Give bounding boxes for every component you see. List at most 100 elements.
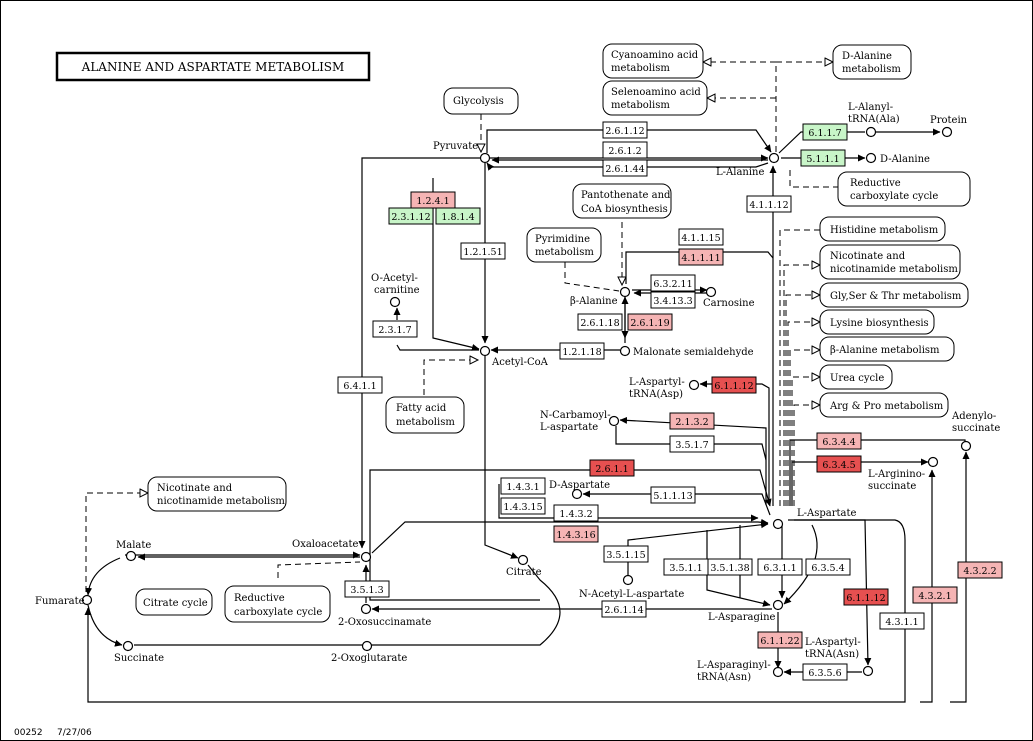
node-beta-alanine xyxy=(619,286,631,298)
enzyme-6-1-1-12[interactable]: 6.1.1.12 xyxy=(711,376,757,394)
enzyme-5-1-1-13[interactable]: 5.1.1.13 xyxy=(650,486,696,504)
enzyme-1-2-4-1[interactable]: 1.2.4.1 xyxy=(410,191,456,209)
enzyme-label: 6.3.4.4 xyxy=(822,437,855,448)
enzyme-2-3-1-12[interactable]: 2.3.1.12 xyxy=(388,207,434,225)
enzyme-label: 3.4.13.3 xyxy=(653,296,692,307)
enzyme-label: 2.6.1.19 xyxy=(630,318,669,329)
enzyme-1-8-1-4[interactable]: 1.8.1.4 xyxy=(435,207,481,225)
svg-text:Carnosine: Carnosine xyxy=(703,298,755,309)
enzyme-1-4-3-15[interactable]: 1.4.3.15 xyxy=(500,497,546,515)
enzyme-box xyxy=(800,149,846,167)
enzyme-6-4-1-1[interactable]: 6.4.1.1 xyxy=(337,376,383,394)
enzyme-6-1-1-12[interactable]: 6.1.1.12 xyxy=(843,588,889,606)
enzyme-box xyxy=(559,342,605,360)
svg-text:β-Alanine: β-Alanine xyxy=(570,296,618,307)
node-l-alanyl-trna xyxy=(865,126,877,138)
pathway-histidine[interactable]: Histidine metabolism xyxy=(819,216,946,242)
enzyme-box xyxy=(500,477,546,495)
enzyme-5-1-1-1[interactable]: 5.1.1.1 xyxy=(800,149,846,167)
enzyme-box xyxy=(843,588,889,606)
enzyme-label: 2.6.1.1 xyxy=(595,464,628,475)
svg-text:Lysine biosynthesis: Lysine biosynthesis xyxy=(830,318,929,329)
enzyme-2-6-1-18[interactable]: 2.6.1.18 xyxy=(577,313,623,331)
enzyme-2-6-1-1[interactable]: 2.6.1.1 xyxy=(589,459,635,477)
enzyme-2-6-1-2[interactable]: 2.6.1.2 xyxy=(602,141,648,159)
enzyme-label: 2.6.1.18 xyxy=(580,318,619,329)
enzyme-1-4-3-1[interactable]: 1.4.3.1 xyxy=(500,477,546,495)
enzyme-6-1-1-22[interactable]: 6.1.1.22 xyxy=(757,631,803,649)
svg-text:Adenylo-: Adenylo- xyxy=(951,411,996,422)
pathway-gly-ser-thr[interactable]: Gly,Ser & Thr metabolism xyxy=(819,282,969,308)
enzyme-6-3-5-6[interactable]: 6.3.5.6 xyxy=(802,663,848,681)
enzyme-6-1-1-7[interactable]: 6.1.1.7 xyxy=(802,123,848,141)
enzyme-box xyxy=(435,207,481,225)
enzyme-4-1-1-12[interactable]: 4.1.1.12 xyxy=(746,195,792,213)
enzyme-4-3-1-1[interactable]: 4.3.1.1 xyxy=(879,612,925,630)
enzyme-6-3-4-4[interactable]: 6.3.4.4 xyxy=(816,432,862,450)
svg-text:L-Alanine: L-Alanine xyxy=(716,167,764,178)
svg-text:D-Alanine: D-Alanine xyxy=(842,51,892,62)
enzyme-6-3-5-4[interactable]: 6.3.5.4 xyxy=(805,558,851,576)
node-l-asparaginyl-trna xyxy=(772,666,784,678)
svg-text:Citrate cycle: Citrate cycle xyxy=(143,598,208,609)
enzyme-box xyxy=(757,558,803,576)
svg-text:O-Acetyl-: O-Acetyl- xyxy=(371,273,418,284)
node-n-acetyl-l-aspartate xyxy=(622,574,634,586)
pathway-glycolysis[interactable]: Glycolysis xyxy=(443,87,519,115)
enzyme-box xyxy=(627,313,673,331)
enzyme-1-4-3-2[interactable]: 1.4.3.2 xyxy=(553,504,599,522)
node-acetyl-coa xyxy=(479,345,491,357)
enzyme-3-5-1-15[interactable]: 3.5.1.15 xyxy=(603,545,649,563)
enzyme-3-5-1-3[interactable]: 3.5.1.3 xyxy=(344,580,390,598)
enzyme-2-1-3-2[interactable]: 2.1.3.2 xyxy=(669,412,715,430)
node-2-oxoglutarate xyxy=(361,640,373,652)
enzyme-3-5-1-1[interactable]: 3.5.1.1 xyxy=(663,558,709,576)
map-id: 00252 xyxy=(14,728,43,738)
pathway-arg-pro[interactable]: Arg & Pro metabolism xyxy=(819,392,949,418)
pathway-lysine[interactable]: Lysine biosynthesis xyxy=(819,309,935,335)
enzyme-4-3-2-1[interactable]: 4.3.2.1 xyxy=(912,586,958,604)
enzyme-6-3-2-11[interactable]: 6.3.2.11 xyxy=(650,274,696,292)
svg-text:Reductive: Reductive xyxy=(234,593,285,604)
enzyme-1-4-3-16[interactable]: 1.4.3.16 xyxy=(553,525,599,543)
pathway-urea-cycle[interactable]: Urea cycle xyxy=(819,364,893,390)
enzyme-6-3-4-5[interactable]: 6.3.4.5 xyxy=(816,455,862,473)
node-2-oxosuccinamate xyxy=(360,603,372,615)
enzyme-1-2-1-18[interactable]: 1.2.1.18 xyxy=(559,342,605,360)
enzyme-2-3-1-7[interactable]: 2.3.1.7 xyxy=(372,320,418,338)
enzyme-3-5-1-7[interactable]: 3.5.1.7 xyxy=(669,435,715,453)
enzyme-4-3-2-2[interactable]: 4.3.2.2 xyxy=(957,561,1003,579)
svg-text:Pyrimidine: Pyrimidine xyxy=(535,234,590,245)
svg-text:D-Alanine: D-Alanine xyxy=(880,154,930,165)
enzyme-1-2-1-51[interactable]: 1.2.1.51 xyxy=(460,242,506,260)
enzyme-2-6-1-19[interactable]: 2.6.1.19 xyxy=(627,313,673,331)
pathway-citrate-cycle[interactable]: Citrate cycle xyxy=(135,588,213,616)
enzyme-6-3-1-1[interactable]: 6.3.1.1 xyxy=(757,558,803,576)
svg-text:carboxylate cycle: carboxylate cycle xyxy=(850,191,938,202)
node-malate xyxy=(125,550,137,562)
pathway-beta-alanine[interactable]: β-Alanine metabolism xyxy=(819,336,955,362)
enzyme-label: 4.3.2.2 xyxy=(963,566,996,577)
enzyme-2-6-1-14[interactable]: 2.6.1.14 xyxy=(601,600,647,618)
enzyme-4-1-1-15[interactable]: 4.1.1.15 xyxy=(678,228,724,246)
enzyme-4-1-1-11[interactable]: 4.1.1.11 xyxy=(678,248,724,266)
enzyme-2-6-1-44[interactable]: 2.6.1.44 xyxy=(602,159,648,177)
enzyme-3-5-1-38[interactable]: 3.5.1.38 xyxy=(707,558,753,576)
enzyme-box xyxy=(957,561,1003,579)
enzyme-box xyxy=(553,504,599,522)
enzyme-3-4-13-3[interactable]: 3.4.13.3 xyxy=(650,291,696,309)
enzyme-label: 6.3.5.4 xyxy=(811,563,844,574)
enzyme-2-6-1-12[interactable]: 2.6.1.12 xyxy=(602,121,648,139)
svg-text:metabolism: metabolism xyxy=(396,417,455,428)
svg-text:L-aspartate: L-aspartate xyxy=(540,422,598,433)
